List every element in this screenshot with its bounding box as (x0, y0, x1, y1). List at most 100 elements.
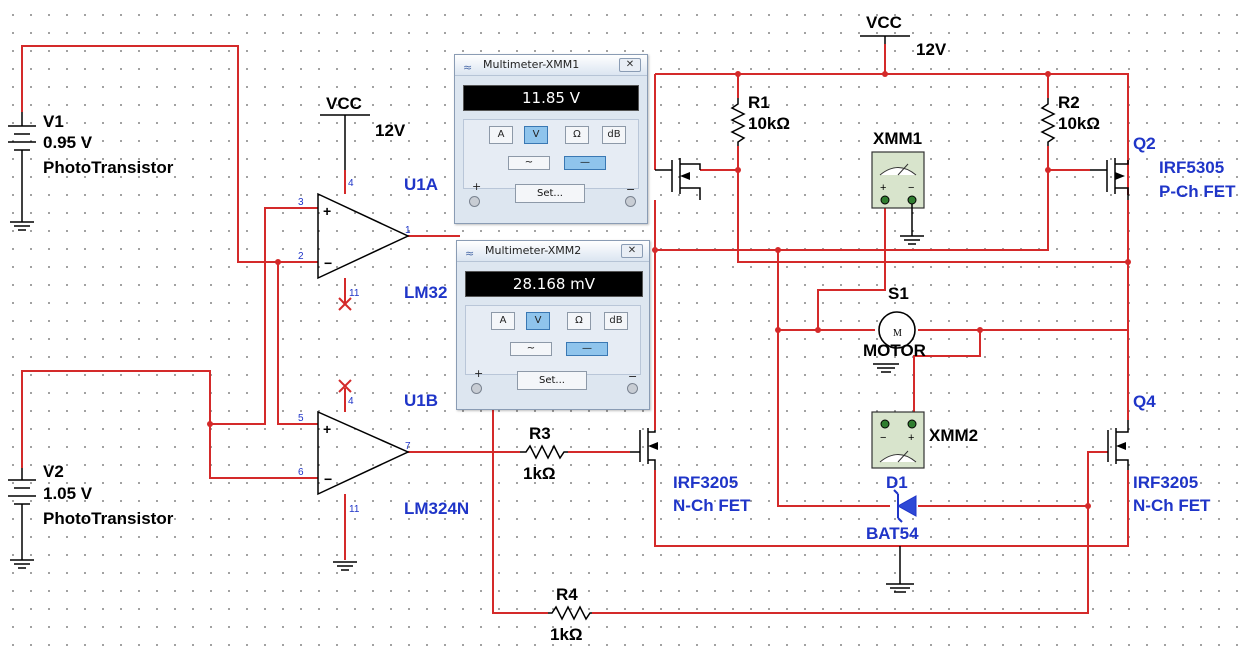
multimeter-xmm1-symbol[interactable]: + − XMM1 (871, 129, 925, 245)
dc-mode-button[interactable]: — (566, 342, 608, 356)
fet-type: N-Ch FET (673, 496, 751, 515)
pin-number: 1 (405, 225, 411, 236)
u1b-part: LM324N (404, 499, 469, 518)
ammeter-button[interactable]: A (491, 312, 515, 330)
decibel-button[interactable]: dB (604, 312, 628, 330)
u1b-ref: U1B (404, 391, 438, 410)
q4-type: N-Ch FET (1133, 496, 1211, 515)
resistor-r1[interactable]: R1 10kΩ (730, 93, 790, 146)
ac-mode-button[interactable]: ~ (508, 156, 550, 170)
multimeter-xmm1-window[interactable]: ≈ Multimeter-XMM1 ✕ 11.85 V A V Ω dB ~ —… (454, 54, 648, 224)
close-icon[interactable]: ✕ (619, 58, 641, 72)
multimeter-xmm2-window[interactable]: ≈ Multimeter-XMM2 ✕ 28.168 mV A V Ω dB ~… (456, 240, 650, 410)
resistor-r2[interactable]: R2 10kΩ (1040, 93, 1100, 146)
svg-text:+: + (908, 432, 914, 444)
opamp-u1b[interactable]: + − 5 6 4 11 7 U1B LM324N (298, 379, 469, 571)
meter-control-panel: A V Ω dB ~ — (463, 119, 639, 189)
r4-value: 1kΩ (550, 625, 583, 644)
vcc-symbol-bridge[interactable]: VCC 12V (860, 13, 947, 59)
fet-q4[interactable]: Q4 IRF3205 N-Ch FET (1107, 392, 1211, 515)
junction-dot (735, 71, 741, 77)
fet-left-top[interactable] (655, 158, 701, 200)
junction-dot (815, 327, 821, 333)
vcc-label: VCC (866, 13, 902, 32)
resistor-r4[interactable]: R4 1kΩ (548, 585, 592, 644)
source-v2[interactable]: V2 1.05 V PhotoTransistor (8, 462, 174, 569)
q2-ref: Q2 (1133, 134, 1156, 153)
pin-number: 2 (298, 251, 304, 262)
window-titlebar[interactable]: ≈ Multimeter-XMM1 ✕ (455, 55, 647, 76)
source-v1[interactable]: V1 0.95 V PhotoTransistor (8, 112, 174, 231)
junction-dot (977, 327, 983, 333)
vcc-label: VCC (326, 94, 362, 113)
set-button[interactable]: Set... (515, 184, 585, 203)
v1-ref: V1 (43, 112, 64, 131)
window-title: Multimeter-XMM2 (485, 244, 582, 257)
pin-number: 4 (348, 178, 354, 189)
minus-terminal-label: − (628, 370, 638, 383)
window-titlebar[interactable]: ≈ Multimeter-XMM2 ✕ (457, 241, 649, 262)
r2-value: 10kΩ (1058, 114, 1100, 133)
minus-terminal[interactable] (625, 196, 636, 207)
q4-part: IRF3205 (1133, 473, 1198, 492)
junction-dot (775, 327, 781, 333)
v1-value: 0.95 V (43, 133, 93, 152)
meter-reading: 28.168 mV (465, 271, 643, 297)
minus-terminal[interactable] (627, 383, 638, 394)
junction-dot (207, 421, 213, 427)
junction-dot (735, 167, 741, 173)
ohmmeter-button[interactable]: Ω (565, 126, 589, 144)
junction-dot (652, 247, 658, 253)
svg-text:+: + (880, 182, 886, 194)
r2-ref: R2 (1058, 93, 1080, 112)
ground-icon (873, 363, 899, 373)
no-connect-icon (338, 297, 352, 311)
resistor-r3[interactable]: R3 1kΩ (520, 424, 568, 483)
junction-dot (882, 71, 888, 77)
motor-m1[interactable]: M S1 MOTOR (863, 284, 926, 373)
plus-terminal[interactable] (469, 196, 480, 207)
svg-text:−: − (908, 182, 914, 194)
junction-dot (775, 247, 781, 253)
pin-number: 6 (298, 467, 304, 478)
multimeter-xmm2-symbol[interactable]: − + XMM2 (871, 411, 978, 469)
svg-text:−: − (880, 432, 886, 444)
v2-ref: V2 (43, 462, 64, 481)
r1-ref: R1 (748, 93, 770, 112)
fet-q2[interactable]: Q2 IRF5305 P-Ch FET (1090, 134, 1236, 201)
no-connect-icon (338, 379, 352, 393)
close-icon[interactable]: ✕ (621, 244, 643, 258)
xmm1-label: XMM1 (873, 129, 922, 148)
plus-sign: + (323, 203, 331, 219)
window-title: Multimeter-XMM1 (483, 58, 580, 71)
set-button[interactable]: Set... (517, 371, 587, 390)
junction-dot (1085, 503, 1091, 509)
minus-sign: − (324, 255, 332, 271)
vcc-symbol-opamp[interactable]: VCC 12V (320, 94, 406, 170)
r3-ref: R3 (529, 424, 551, 443)
s1-label: S1 (888, 284, 909, 303)
voltmeter-button[interactable]: V (524, 126, 548, 144)
fet-part: IRF3205 (673, 473, 738, 492)
dc-mode-button[interactable]: — (564, 156, 606, 170)
opamp-u1a[interactable]: + − 3 2 4 11 1 U1A LM32 (298, 175, 447, 311)
u1a-ref: U1A (404, 175, 438, 194)
fet-left-bottom[interactable]: IRF3205 N-Ch FET (630, 428, 751, 515)
ammeter-button[interactable]: A (489, 126, 513, 144)
d1-ref: D1 (886, 473, 908, 492)
pin-number: 7 (405, 441, 411, 452)
diode-d1[interactable]: D1 BAT54 (866, 473, 919, 543)
q4-ref: Q4 (1133, 392, 1156, 411)
ohmmeter-button[interactable]: Ω (567, 312, 591, 330)
meter-reading: 11.85 V (463, 85, 639, 111)
voltmeter-button[interactable]: V (526, 312, 550, 330)
junction-dot (1045, 167, 1051, 173)
q2-part: IRF5305 (1159, 158, 1224, 177)
ac-mode-button[interactable]: ~ (510, 342, 552, 356)
decibel-button[interactable]: dB (602, 126, 626, 144)
plus-terminal-label: + (474, 367, 484, 380)
multimeter-app-icon: ≈ (463, 61, 473, 74)
pin-number: 11 (349, 504, 360, 515)
plus-terminal[interactable] (471, 383, 482, 394)
